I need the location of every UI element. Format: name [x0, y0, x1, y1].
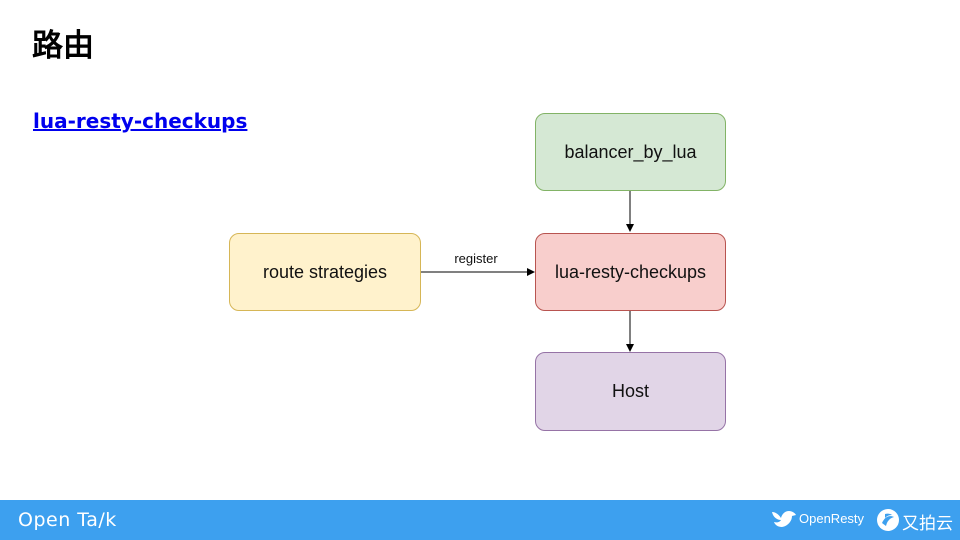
footer-brand-open-talk: Open Ta/k	[18, 509, 117, 531]
node-host: Host	[535, 352, 726, 431]
edge-label-register: register	[454, 251, 498, 266]
node-balancer-by-lua: balancer_by_lua	[535, 113, 726, 191]
upyun-logo-icon	[877, 509, 899, 531]
slide-title: 路由	[32, 28, 94, 64]
openresty-bird-icon	[772, 511, 796, 527]
diagram-edges: register	[421, 191, 634, 352]
node-route-strategies: route strategies	[229, 233, 421, 311]
node-host-label: Host	[611, 381, 649, 401]
architecture-diagram: register balancer_by_lua route strategie…	[229, 113, 726, 431]
node-lua-resty-checkups-label: lua-resty-checkups	[554, 261, 707, 282]
node-balancer-by-lua-label: balancer_by_lua	[564, 141, 697, 162]
node-lua-resty-checkups: lua-resty-checkups	[535, 233, 726, 311]
node-route-strategies-label: route strategies	[262, 261, 388, 282]
openresty-logo-text: OpenResty	[799, 511, 865, 526]
upyun-logo-text: 又拍云	[902, 514, 953, 534]
lua-resty-checkups-link[interactable]: lua-resty-checkups	[33, 109, 248, 133]
footer-bar: Open Ta/k OpenResty 又拍云	[0, 500, 960, 540]
